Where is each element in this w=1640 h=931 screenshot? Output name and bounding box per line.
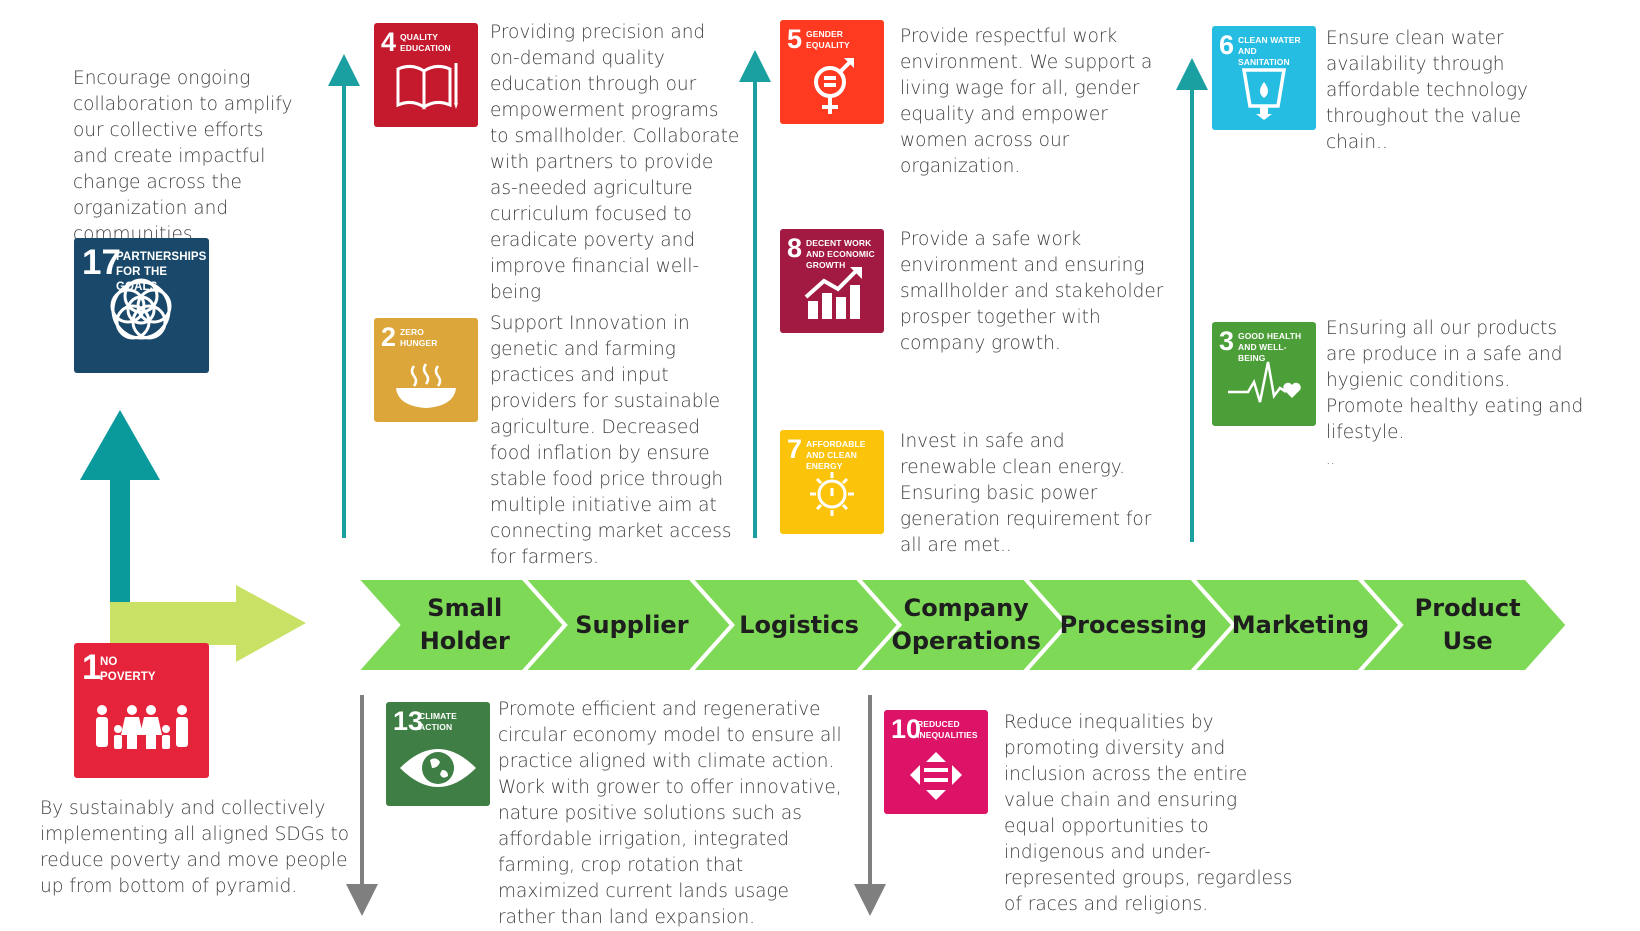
goal-6-tile: 6 CLEAN WATER AND SANITATION — [1212, 26, 1316, 130]
goal-7-tile: 7 AFFORDABLE AND CLEAN ENERGY — [780, 430, 884, 534]
big-up-arrow — [80, 410, 160, 615]
equality-arrows-icon — [910, 752, 962, 800]
lime-right-arrow — [110, 585, 306, 662]
goal-8-text: Provide a safe work environment and ensu… — [900, 229, 1164, 354]
goal-6-text: Ensure clean water availability through … — [1326, 28, 1528, 153]
chain-step-label: Supplier — [575, 610, 689, 639]
chain-step-label: Product Use — [1414, 594, 1521, 655]
goal-4-tile: 4 QUALITY EDUCATION — [374, 23, 478, 127]
heartbeat-icon — [1228, 361, 1301, 403]
eye-globe-icon — [400, 749, 476, 787]
rings-icon — [110, 278, 172, 340]
gender-icon — [814, 58, 854, 114]
goal-2-text: Support Innovation in genetic and farmin… — [490, 313, 732, 568]
goal-5-text: Provide respectful work environment. We … — [900, 26, 1153, 177]
goal-3-text-extra: .. — [1326, 452, 1335, 468]
goal-13-text: Promote efficient and regenerative circu… — [498, 699, 842, 928]
goal-3-tile: 3 GOOD HEALTH AND WELL-BEING — [1212, 322, 1316, 426]
intro-text: Encourage ongoing collaboration to ampli… — [73, 68, 293, 245]
chain-step-label: Marketing — [1231, 610, 1370, 639]
chain-step-6 — [1354, 576, 1571, 674]
goal-13-tile: 13 CLIMATE ACTION — [386, 702, 490, 806]
goal-3-text: Ensuring all our products are produce in… — [1326, 316, 1586, 473]
chain-step-label: Company Operations — [891, 594, 1041, 655]
goal-5-tile: 5 GENDER EQUALITY — [780, 20, 884, 124]
goal-17-tile: 17 PARTNERSHIPS FOR THE GOALS — [74, 238, 209, 373]
goal-10-tile: 10 REDUCED INEQUALITIES — [884, 710, 988, 814]
chain-step-label: Logistics — [739, 610, 859, 639]
outro-text: By sustainably and collectively implemen… — [40, 798, 350, 897]
chain-step-label: Processing — [1059, 610, 1208, 639]
bowl-icon — [396, 363, 456, 408]
goal-4-text: Providing precision and on-demand qualit… — [490, 22, 740, 303]
growth-chart-icon — [804, 267, 862, 319]
goal-10-text: Reduce inequalities by promoting diversi… — [1004, 712, 1293, 915]
family-icon — [96, 705, 188, 749]
water-glass-icon — [1241, 68, 1287, 120]
sun-power-icon — [810, 472, 854, 516]
book-icon — [396, 63, 458, 110]
goal-2-tile: 2 ZERO HUNGER — [374, 318, 478, 422]
goal-7-text: Invest in safe and renewable clean energ… — [900, 431, 1152, 556]
chain-step-label: Small Holder — [419, 594, 510, 655]
goal-1-tile: 1 NO POVERTY — [74, 643, 209, 778]
goal-3-text-body: Ensuring all our products are produce in… — [1326, 318, 1584, 443]
goal-8-tile: 8 DECENT WORK AND ECONOMIC GROWTH — [780, 229, 884, 333]
